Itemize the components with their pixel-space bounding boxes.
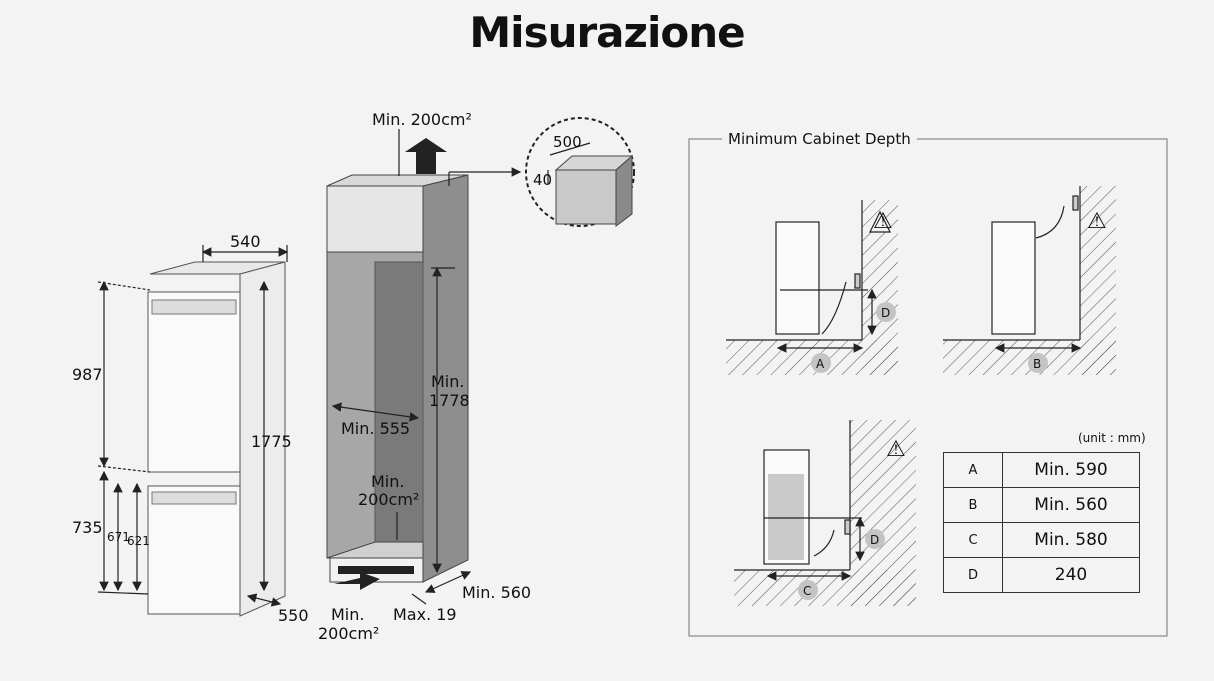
- detail-500-label: 500: [553, 133, 582, 151]
- fridge-lower-height-label: 735: [72, 518, 103, 537]
- cabinet-min-depth-label: Min. 560: [462, 583, 531, 602]
- warning-icon-a: ⚠: [873, 209, 893, 234]
- bottom-vent-arrow: [334, 572, 380, 590]
- table-value: 240: [1002, 557, 1140, 593]
- detail-40-label: 40: [533, 171, 552, 189]
- depth-panel-title: Minimum Cabinet Depth: [722, 130, 917, 148]
- marker-d-1-label: D: [881, 306, 890, 320]
- fridge-depth-label: 550: [278, 606, 309, 625]
- fridge-total-height-label: 1775: [251, 432, 292, 451]
- cabinet-top-vent-label: Min. 200cm²: [372, 110, 472, 129]
- fridge-upper-handle: [151, 299, 237, 315]
- table-row: D 240: [943, 557, 1140, 593]
- table-value: Min. 580: [1002, 522, 1140, 558]
- cabinet-top-box: [326, 185, 424, 253]
- spec-table: A Min. 590 B Min. 560 C Min. 580 D 240: [943, 452, 1140, 593]
- fridge-upper-door: [147, 291, 241, 473]
- table-value: Min. 590: [1002, 452, 1140, 488]
- fridge-upper-height-label: 987: [72, 365, 103, 384]
- warning-icon-c: ⚠: [886, 437, 906, 462]
- marker-a: [811, 353, 831, 373]
- cabinet-inner-height-label-2: 1778: [429, 391, 470, 410]
- marker-b-label: B: [1033, 357, 1041, 371]
- scenario-a: [726, 200, 898, 375]
- fridge-width-label: 540: [230, 232, 261, 251]
- unit-note: (unit : mm): [1078, 431, 1146, 445]
- marker-d-1: [876, 302, 896, 322]
- cabinet-bottom-vent-label-2: 200cm²: [318, 624, 379, 643]
- table-key: B: [943, 487, 1003, 523]
- fridge-illustration: [147, 261, 286, 617]
- top-detail-callout: [525, 117, 635, 227]
- cabinet-bottom-vent-label-1: Min.: [331, 605, 364, 624]
- table-key: A: [943, 452, 1003, 488]
- depth-panel-frame: [688, 138, 1168, 637]
- fridge-lower-door: [147, 485, 241, 615]
- marker-d-2: [865, 529, 885, 549]
- cabinet-inner-width-label: Min. 555: [341, 419, 410, 438]
- marker-b: [1028, 353, 1048, 373]
- warning-icon-b: ⚠: [1087, 209, 1107, 234]
- fridge-lower-handle: [151, 491, 237, 505]
- marker-c-label: C: [803, 584, 811, 598]
- cabinet-max-depth-label: Max. 19: [393, 605, 457, 624]
- cabinet-dimension-lines: [331, 129, 522, 605]
- top-vent-arrow: [405, 138, 447, 174]
- table-value: Min. 560: [1002, 487, 1140, 523]
- scenario-c: [734, 420, 916, 606]
- page-title: Misurazione: [469, 8, 745, 57]
- cabinet-rear-panel: [374, 261, 424, 543]
- table-key: D: [943, 557, 1003, 593]
- marker-d-2-label: D: [870, 533, 879, 547]
- marker-a-label: A: [816, 357, 825, 371]
- fridge-lower-h2-label: 671: [107, 530, 130, 544]
- cabinet-inner-height-label-1: Min.: [431, 372, 464, 391]
- scenario-b: [943, 186, 1116, 375]
- cabinet-rear-vent-label-2: 200cm²: [358, 490, 419, 509]
- cabinet-base-vent: [338, 566, 414, 574]
- fridge-dimension-lines: [97, 245, 289, 607]
- table-row: B Min. 560: [943, 487, 1140, 523]
- table-row: A Min. 590: [943, 452, 1140, 488]
- table-key: C: [943, 522, 1003, 558]
- marker-c: [798, 580, 818, 600]
- cabinet-rear-vent-label-1: Min.: [371, 472, 404, 491]
- fridge-lower-h3-label: 621: [127, 534, 150, 548]
- table-row: C Min. 580: [943, 522, 1140, 558]
